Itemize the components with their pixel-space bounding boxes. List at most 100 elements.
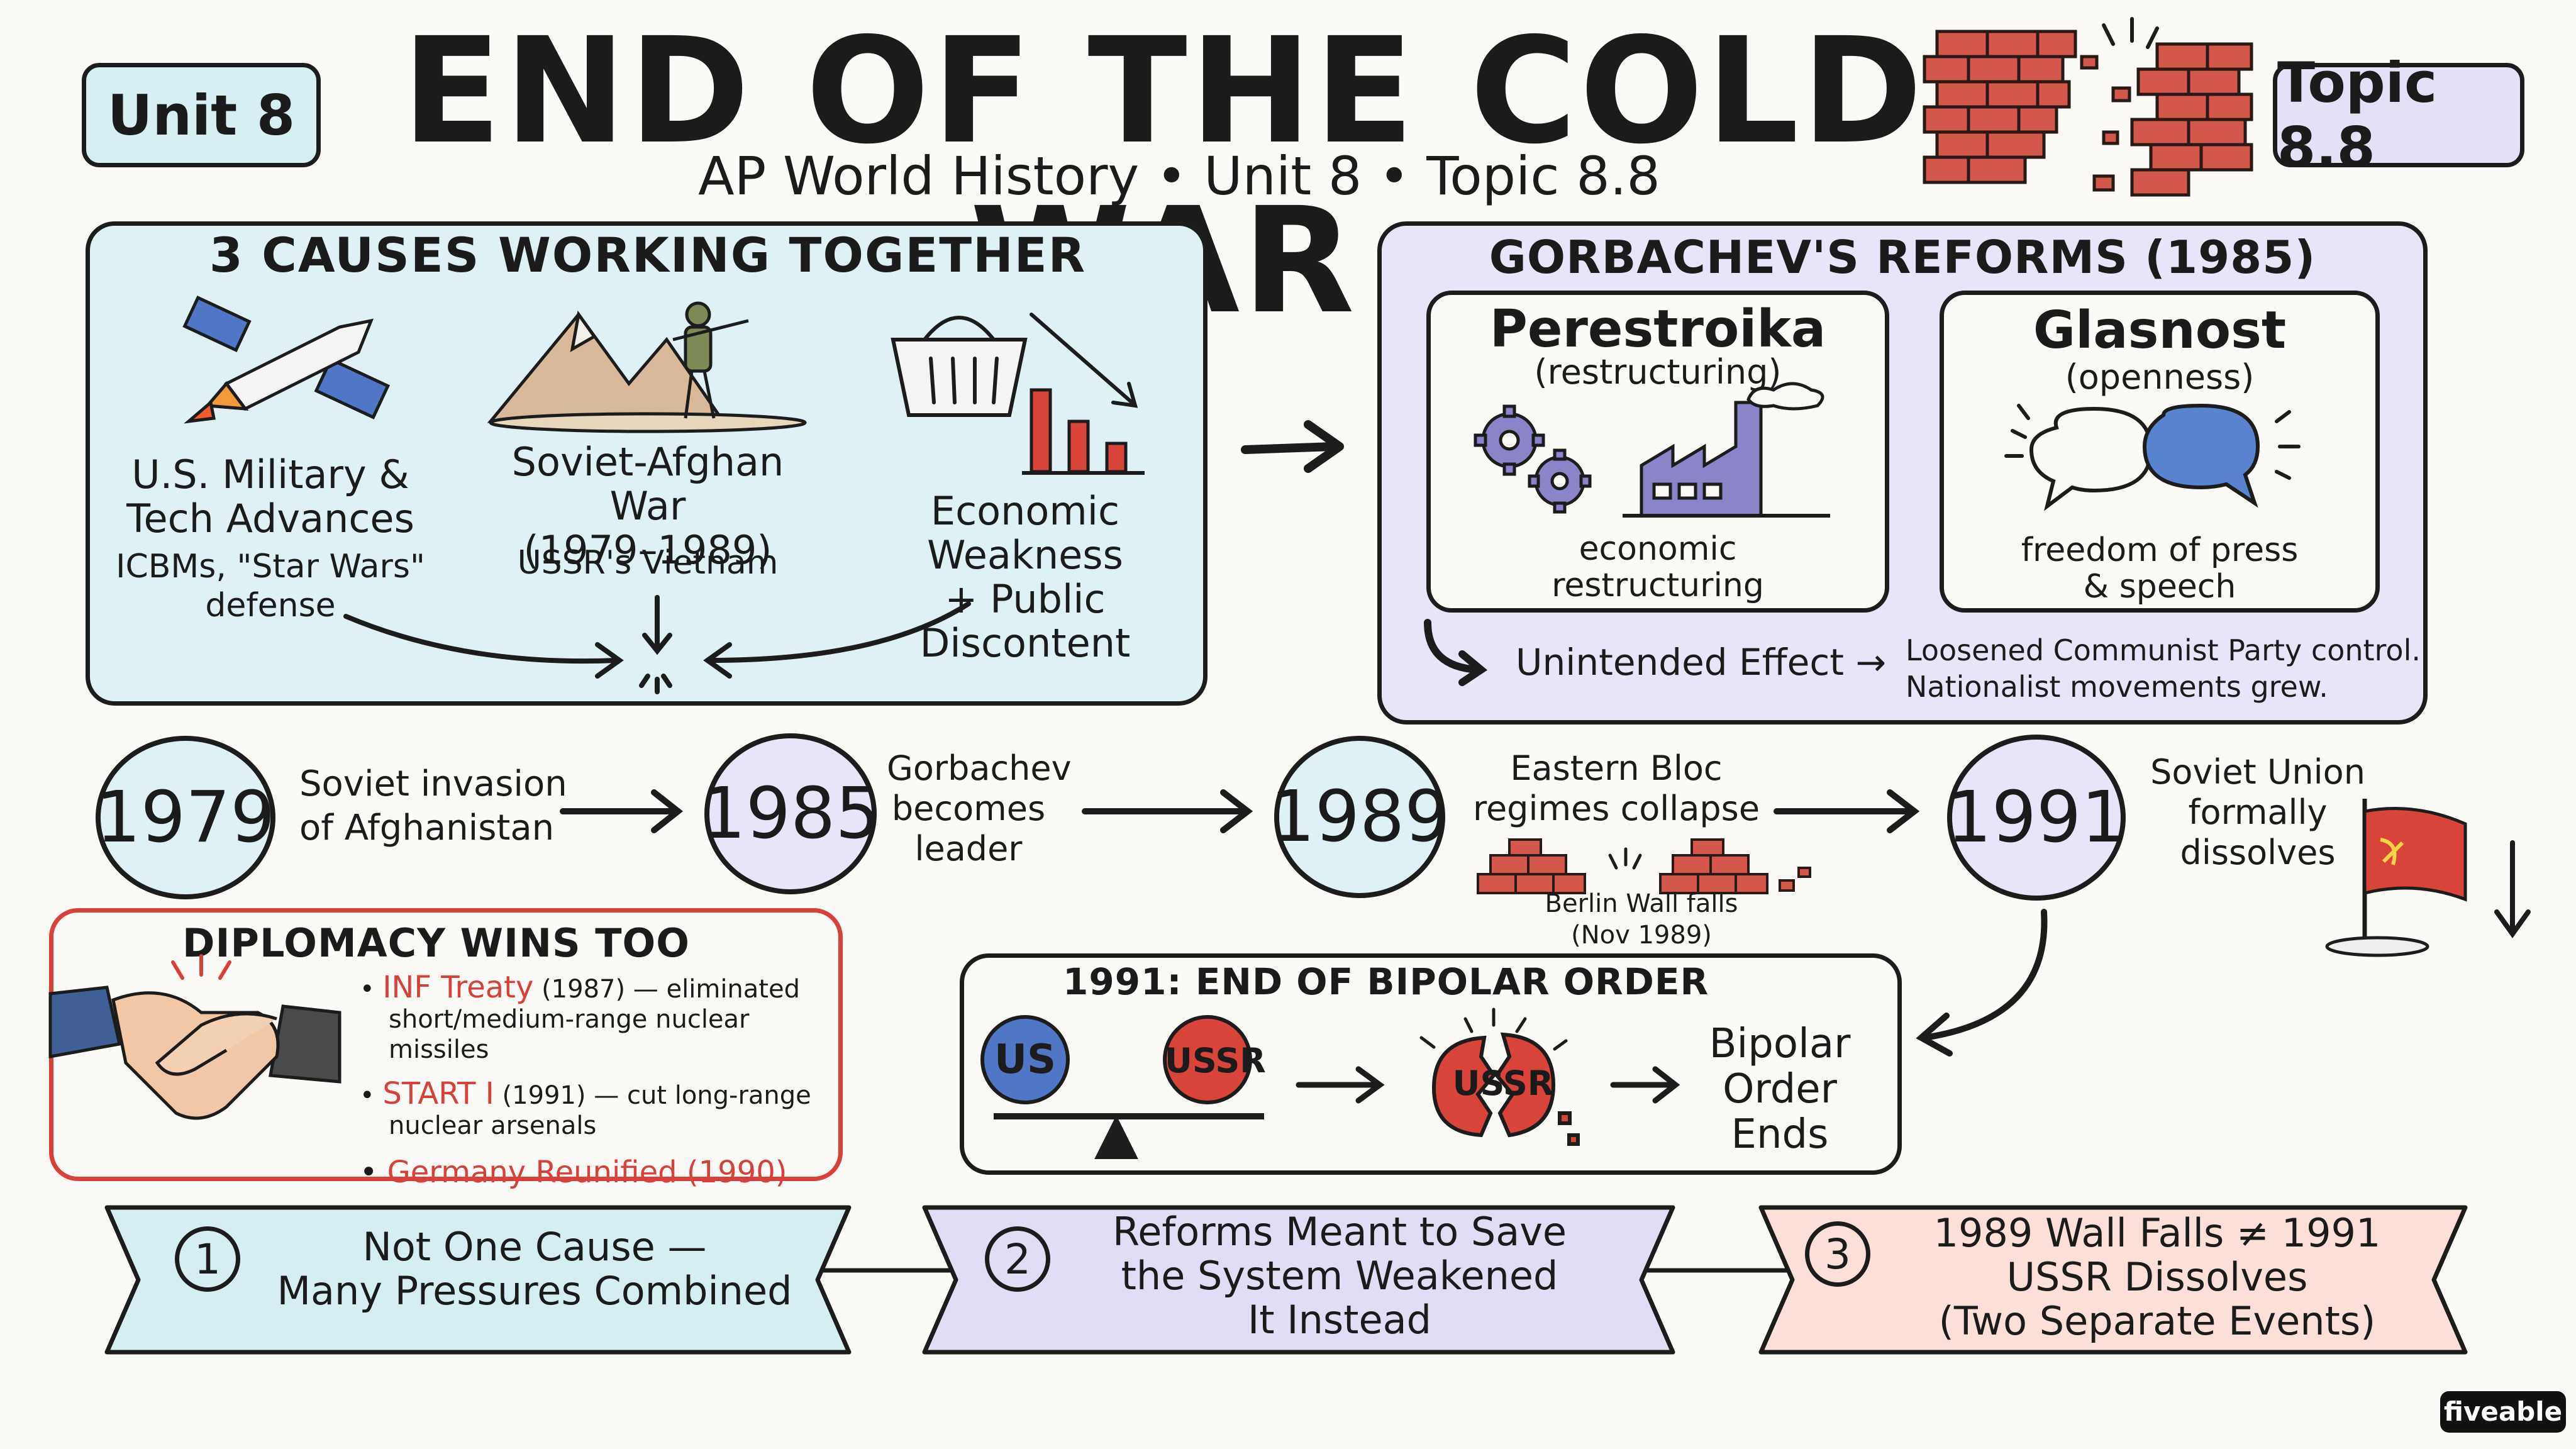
ussr-label: USSR	[1165, 1041, 1266, 1080]
banner-1-shape	[104, 1205, 852, 1355]
timeline-arrow-3	[1774, 789, 1920, 833]
timeline-1979-line2: of Afghanistan	[299, 808, 555, 848]
start-treaty-label: START I	[382, 1076, 494, 1111]
banner-3-line1: 1989 Wall Falls ≠ 1991	[1933, 1210, 2381, 1256]
cause1-title-line1: U.S. Military &	[131, 452, 409, 497]
broken-ussr-icon	[1419, 1008, 1580, 1146]
cause3-title-line2: + Public Discontent	[919, 576, 1131, 666]
effect-text: Loosened Communist Party control. Nation…	[1906, 632, 2421, 705]
banner-1-number: 1	[175, 1226, 240, 1292]
fiveable-logo: fiveable	[2440, 1391, 2566, 1433]
perestroika-desc-line2: restructuring	[1552, 567, 1764, 604]
soviet-flag-icon	[2325, 799, 2531, 957]
us-label: US	[994, 1036, 1057, 1083]
timeline-1991: 1991	[1946, 735, 2126, 901]
bipolar-arrow-2	[1610, 1066, 1680, 1104]
banner-2-line1: Reforms Meant to Save	[1112, 1209, 1567, 1255]
diplomacy-item-inf: • INF Treaty (1987) — eliminated short/m…	[360, 972, 825, 1065]
banner-3-text: 1989 Wall Falls ≠ 1991 USSR Dissolves (T…	[1880, 1211, 2434, 1343]
berlin-wall-note-line1: Berlin Wall falls	[1545, 889, 1738, 918]
perestroika-name: Perestroika	[1489, 299, 1826, 359]
berlin-wall-rubble-icon	[1477, 838, 1811, 894]
bipolar-arrow-1	[1296, 1066, 1385, 1104]
topic-tag: Topic 8.8	[2273, 50, 2524, 180]
causes-panel	[86, 221, 1208, 706]
speech-bubbles-icon	[2004, 403, 2301, 511]
converging-arrows	[343, 595, 971, 694]
start-treaty-detail-2: nuclear arsenals	[389, 1111, 597, 1140]
timeline-1991-line1: Soviet Union	[2150, 752, 2365, 792]
effect-line1: Loosened Communist Party control.	[1906, 633, 2421, 667]
cause3-title-line1: Economic Weakness	[927, 488, 1123, 578]
banner-2-text: Reforms Meant to Save the System Weakene…	[1063, 1210, 1616, 1342]
banner-1-text: Not One Cause — Many Pressures Combined	[264, 1225, 805, 1313]
diplomacy-item-start: • START I (1991) — cut long-range nuclea…	[360, 1079, 825, 1141]
timeline-1985-line3: leader	[914, 829, 1023, 869]
perestroika-desc-line1: economic	[1579, 530, 1737, 568]
bipolar-heading: 1991: END OF BIPOLAR ORDER	[1063, 960, 1709, 1003]
bipolar-result-line1: Bipolar	[1709, 1021, 1851, 1067]
timeline-1979-desc: Soviet invasion of Afghanistan	[299, 762, 567, 850]
inf-treaty-detail-2: short/medium-range nuclear missiles	[389, 1005, 750, 1064]
unit-tag: Unit 8	[82, 63, 321, 167]
inf-treaty-detail: (1987) — eliminated	[533, 975, 800, 1004]
cause2-title: Soviet-Afghan War (1979–1989)	[478, 440, 818, 572]
timeline-1985-line1: Gorbachev	[887, 748, 1072, 788]
timeline-1985: 1985	[701, 733, 880, 894]
effect-label: Unintended Effect →	[1516, 641, 1886, 684]
timeline-1991-line3: dissolves	[2180, 833, 2336, 872]
timeline-1979-line1: Soviet invasion	[299, 763, 567, 804]
cause1-title: U.S. Military & Tech Advances	[107, 453, 434, 541]
berlin-wall-note-line2: (Nov 1989)	[1571, 921, 1712, 950]
timeline-1991-desc: Soviet Union formally dissolves	[2138, 752, 2377, 873]
causes-to-reforms-arrow	[1241, 420, 1344, 473]
bipolar-result: Bipolar Order Ends	[1698, 1021, 1862, 1157]
broken-ussr-label: USSR	[1452, 1063, 1554, 1103]
banner-3-line2: USSR Dissolves	[2006, 1254, 2308, 1300]
page-subtitle: AP World History • Unit 8 • Topic 8.8	[698, 145, 1660, 207]
banner-3-line3: (Two Separate Events)	[1938, 1298, 2376, 1344]
missile-satellite-icon	[182, 296, 391, 424]
cause1-sub: ICBMs, "Star Wars" defense	[107, 547, 434, 625]
glasnost-desc-line1: freedom of press	[2021, 531, 2299, 569]
reforms-heading: GORBACHEV'S REFORMS (1985)	[1489, 231, 2316, 284]
banner-1-line1: Not One Cause —	[362, 1224, 707, 1270]
glasnost-desc: freedom of press & speech	[1940, 532, 2380, 605]
dissolve-to-bipolar-arrow	[1916, 909, 2048, 1057]
cause2-title-line1: Soviet-Afghan War	[511, 439, 784, 529]
cause2-title-line2: (1979–1989)	[523, 527, 772, 573]
timeline-arrow-1	[560, 789, 684, 833]
banner-2-shape	[922, 1205, 1675, 1355]
timeline-1989-line2: regimes collapse	[1472, 789, 1760, 828]
glasnost-desc-line2: & speech	[2083, 568, 2236, 606]
timeline-1991-line2: formally	[2188, 792, 2328, 832]
timeline-1989: 1989	[1270, 736, 1450, 898]
banner-3-shape	[1758, 1205, 2468, 1355]
start-treaty-detail: (1991) — cut long-range	[494, 1081, 811, 1110]
cause1-title-line2: Tech Advances	[126, 496, 414, 541]
balance-scale-icon	[980, 1015, 1264, 1159]
cause1-sub-line2: defense	[205, 587, 336, 625]
glasnost-gloss: (openness)	[2065, 357, 2255, 397]
cause1-sub-line1: ICBMs, "Star Wars"	[116, 548, 425, 586]
diplomacy-heading: DIPLOMACY WINS TOO	[182, 920, 690, 966]
timeline-1985-desc: Gorbachev becomes leader	[887, 748, 1072, 869]
mountain-soldier-icon	[487, 301, 807, 433]
crumbling-wall-icon	[1923, 17, 2253, 197]
effect-curved-arrow	[1424, 619, 1488, 686]
banner-1-line2: Many Pressures Combined	[277, 1268, 792, 1314]
bipolar-result-line3: Ends	[1731, 1111, 1829, 1158]
diplomacy-item-germany: • Germany Reunified (1990)	[360, 1155, 787, 1190]
cause2-sub: USSR's Vietnam	[517, 544, 779, 582]
inf-treaty-label: INF Treaty	[382, 970, 534, 1005]
glasnost-name: Glasnost	[2033, 301, 2287, 360]
banner-3-number: 3	[1805, 1221, 1870, 1287]
germany-reunified-label: Germany Reunified (1990)	[387, 1155, 787, 1190]
diplomacy-list: • INF Treaty (1987) — eliminated short/m…	[360, 972, 825, 1190]
gears-factory-icon	[1474, 382, 1830, 518]
cause3-title: Economic Weakness + Public Discontent	[855, 489, 1195, 665]
economy-decline-icon	[891, 313, 1145, 475]
timeline-1985-line2: becomes	[891, 789, 1046, 828]
timeline-1979: 1979	[96, 736, 275, 899]
banner-2-line2: the System Weakened	[1121, 1253, 1558, 1299]
